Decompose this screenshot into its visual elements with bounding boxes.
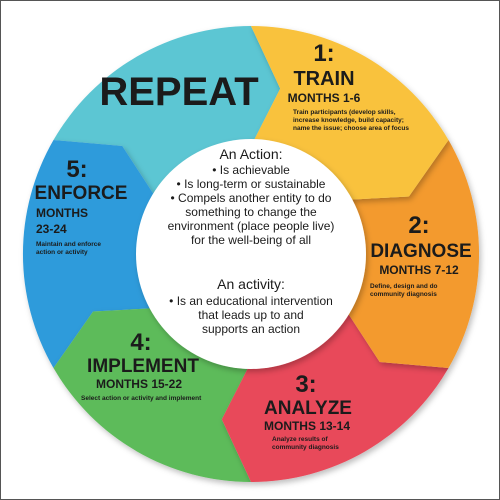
action-line: • Is long-term or sustainable	[177, 177, 326, 191]
segment-enforce	[22, 140, 158, 368]
stage-title: DIAGNOSE	[370, 241, 471, 262]
stage-title: ENFORCE	[35, 183, 128, 204]
stage-train: 1: TRAIN MONTHS 1-6 Train participants (…	[288, 40, 410, 132]
segment-repeat	[53, 25, 281, 200]
stage-description: Analyze results of	[272, 436, 328, 443]
stage-implement: 4: IMPLEMENT MONTHS 15-22 Select action …	[81, 329, 202, 402]
stage-months: MONTHS 7-12	[379, 263, 459, 277]
activity-line: supports an action	[202, 322, 300, 336]
stage-number: 1:	[313, 40, 334, 67]
activity-line: that leads up to and	[198, 308, 303, 322]
stage-description: increase knowledge, build capacity;	[293, 117, 404, 124]
action-line: • Is achievable	[212, 163, 290, 177]
stage-description: Select action or activity and implement	[81, 395, 202, 402]
stage-description: action or activity	[36, 249, 88, 256]
repeat-label: REPEAT	[99, 70, 258, 114]
stage-enforce: 5: ENFORCE MONTHS 23-24 Maintain and enf…	[35, 156, 128, 256]
action-line: something to change the	[185, 205, 317, 219]
stage-description: community diagnosis	[272, 444, 339, 451]
stage-diagnose: 2: DIAGNOSE MONTHS 7-12 Define, design a…	[370, 212, 472, 298]
action-title: An Action:	[219, 146, 282, 162]
stage-title: ANALYZE	[264, 398, 352, 419]
center-text: An Action: • Is achievable • Is long-ter…	[168, 146, 335, 336]
stage-months: MONTHS 13-14	[264, 419, 350, 433]
segment-analyze	[221, 308, 449, 483]
stage-description: community diagnosis	[370, 291, 437, 298]
activity-line: • Is an educational intervention	[169, 294, 333, 308]
stage-description: name the issue; choose area of focus	[293, 125, 409, 132]
stage-number: 4:	[130, 329, 151, 356]
stage-description: Maintain and enforce	[36, 241, 101, 248]
stage-title: TRAIN	[293, 68, 354, 90]
stage-number: 2:	[408, 212, 429, 239]
stage-title: IMPLEMENT	[87, 356, 199, 377]
action-line: for the well-being of all	[191, 233, 311, 247]
stage-description: Train participants (develop skills,	[293, 109, 396, 116]
stage-description: Define, design and do	[370, 283, 438, 290]
stage-months: 23-24	[36, 222, 67, 236]
stage-number: 5:	[66, 156, 87, 183]
action-line: environment (place people live)	[168, 219, 335, 233]
center-circle	[136, 139, 366, 369]
segment-diagnose	[344, 140, 480, 368]
activity-title: An activity:	[217, 276, 285, 292]
stage-analyze: 3: ANALYZE MONTHS 13-14 Analyze results …	[264, 371, 352, 451]
stage-number: 3:	[295, 371, 316, 398]
action-line: • Compels another entity to do	[171, 191, 332, 205]
stage-months: MONTHS 1-6	[288, 91, 361, 105]
stage-months: MONTHS	[36, 206, 88, 220]
stage-months: MONTHS 15-22	[96, 377, 182, 391]
